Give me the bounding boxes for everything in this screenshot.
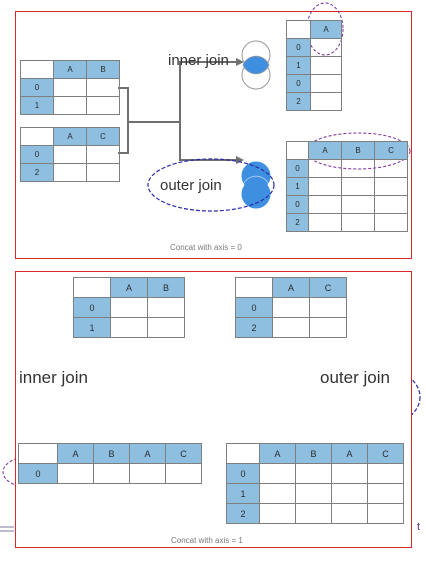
top-inner-join-label: inner join: [168, 52, 229, 69]
bottom-outer-result-table: A B A C 0 1 2: [226, 443, 404, 524]
highlight-ellipse-inner-column: [306, 2, 344, 56]
bottom-inner-result-table: A B A C 0: [18, 443, 202, 484]
top-caption: Concat with axis = 0: [170, 243, 242, 252]
venn-union-icon: [241, 161, 271, 209]
top-input-table-1: A B 0 1: [20, 60, 120, 115]
stray-letter: t: [417, 521, 421, 533]
top-arrowhead-inner: [236, 58, 244, 66]
bottom-input-table-2: A C 0 2: [235, 277, 347, 338]
top-outer-result-table: A B C 0 1 0 2: [286, 141, 408, 232]
highlight-ellipse-outer-join: [147, 158, 275, 212]
venn-intersection-icon: [241, 40, 271, 90]
bottom-inner-join-label: inner join: [19, 368, 88, 387]
top-input-table-2: A C 0 2: [20, 127, 120, 182]
top-connector-lines: [118, 61, 238, 161]
top-arrowhead-outer: [236, 156, 244, 164]
bottom-caption: Concat with axis = 1: [171, 536, 243, 545]
top-outer-join-label: outer join: [160, 177, 222, 194]
top-inner-result-table: A 0 1 0 2: [286, 20, 342, 111]
bottom-input-table-1: A B 0 1: [73, 277, 185, 338]
bottom-outer-join-label: outer join: [320, 368, 390, 387]
